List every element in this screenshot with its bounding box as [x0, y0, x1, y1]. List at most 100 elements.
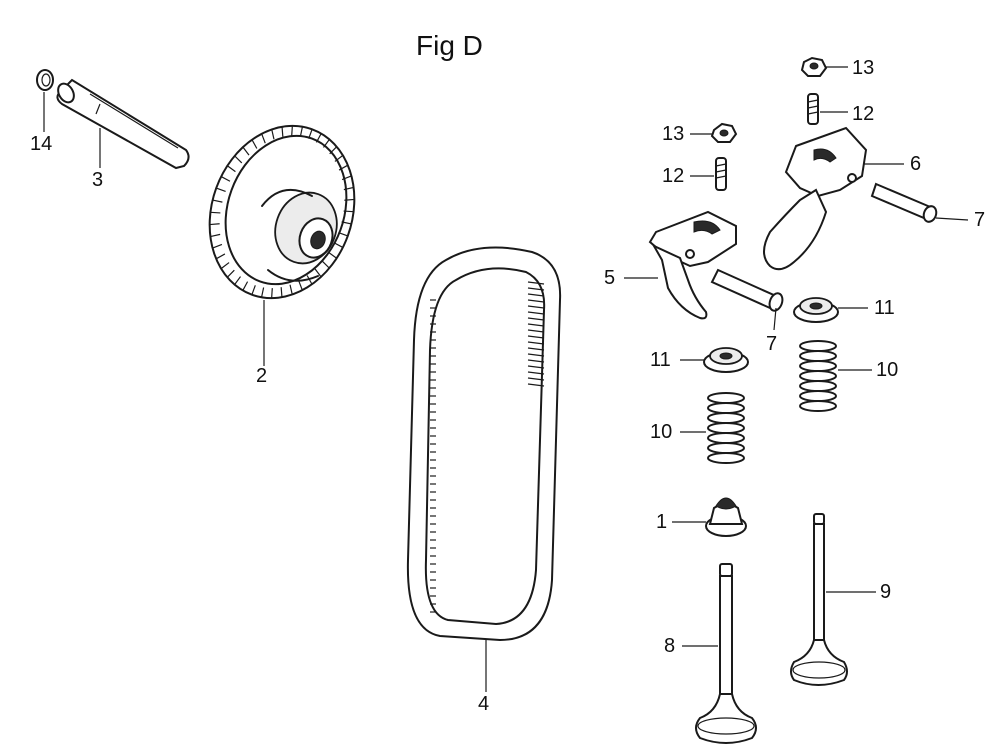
spring-retainer-icon	[703, 347, 749, 373]
belt-tooth	[527, 293, 545, 297]
belt-tooth	[527, 305, 545, 309]
belt-tooth	[527, 335, 545, 339]
valve-spring-icon	[799, 340, 837, 412]
pulley-tooth	[220, 176, 231, 182]
pulley-tooth	[212, 199, 223, 203]
callout-leaders	[43, 66, 969, 692]
pulley-tooth	[271, 288, 273, 299]
pulley-tooth	[329, 146, 338, 155]
spring-coil	[707, 442, 745, 454]
belt-tooth	[527, 371, 545, 375]
callout-7: 7	[766, 333, 778, 355]
valve-spring-icon	[707, 392, 745, 464]
pulley-tooth	[328, 251, 337, 259]
callout-10: 10	[650, 421, 673, 443]
callout-12: 12	[662, 165, 685, 187]
pulley-tooth	[212, 243, 223, 249]
pulley-tooth	[216, 187, 226, 193]
pulley-tooth	[209, 223, 220, 226]
spring-coil	[799, 360, 837, 372]
belt-tooth	[527, 287, 545, 291]
spring-coil	[707, 392, 745, 404]
callout-12: 12	[852, 103, 875, 125]
callout-13: 13	[852, 57, 875, 79]
belt-tooth	[527, 323, 545, 327]
timing-belt-icon	[406, 246, 562, 642]
belt-tooth	[527, 347, 545, 351]
pulley-tooth	[322, 139, 330, 148]
pulley-tooth	[242, 281, 249, 291]
pulley-tooth	[343, 186, 354, 191]
belt-tooth	[527, 341, 545, 345]
pulley-tooth	[341, 221, 352, 225]
callout-8: 8	[664, 635, 676, 657]
spring-coil	[799, 380, 837, 392]
callout-1: 1	[656, 511, 668, 533]
pulley-tooth	[226, 269, 235, 278]
rocker-arm-icon	[648, 210, 737, 320]
pulley-tooth	[234, 155, 243, 164]
pulley-tooth	[242, 146, 250, 156]
spring-coil	[799, 340, 837, 352]
adjusting-screw-icon	[715, 157, 727, 191]
pulley-tooth	[291, 125, 293, 136]
pulley-tooth	[261, 133, 266, 144]
callout-13: 13	[662, 123, 685, 145]
callout-4: 4	[478, 693, 490, 715]
pulley-tooth	[271, 129, 275, 140]
callout-14: 14	[30, 133, 53, 155]
pulley-tooth	[343, 210, 354, 213]
belt-tooth	[527, 317, 545, 321]
lock-nut-icon	[710, 122, 738, 143]
spring-coil	[799, 370, 837, 382]
shaft-icon	[56, 78, 190, 170]
pulley-tooth	[234, 276, 242, 285]
callout-10: 10	[876, 359, 899, 381]
belt-tooth	[527, 359, 545, 363]
pulley-tooth	[215, 253, 226, 260]
pulley-tooth	[298, 280, 303, 291]
pulley-tooth	[260, 287, 265, 298]
spring-coil	[707, 432, 745, 444]
pulley-tooth	[220, 262, 230, 270]
pulley-tooth	[338, 231, 348, 237]
pulley-tooth	[314, 268, 322, 278]
callout-9: 9	[880, 581, 892, 603]
belt-tooth	[527, 299, 545, 303]
pulley-tooth	[344, 198, 355, 201]
belt-tooth	[527, 383, 545, 387]
lock-nut-icon	[800, 56, 828, 77]
exhaust-valve-icon	[790, 513, 848, 686]
pulley-tooth	[281, 126, 284, 137]
spring-retainer-icon	[793, 297, 839, 323]
intake-valve-icon	[695, 563, 757, 744]
pulley-tooth	[308, 129, 313, 139]
valve-stem-seal-icon	[705, 497, 747, 537]
pulley-tooth	[333, 242, 344, 248]
pulley-tooth	[251, 139, 258, 149]
cam-pulley-icon	[208, 124, 356, 300]
belt-tooth	[527, 329, 545, 333]
figure-title: Fig D	[416, 30, 483, 61]
pulley-tooth	[299, 126, 304, 137]
spring-coil	[707, 402, 745, 414]
spring-coil	[707, 412, 745, 424]
spring-coil	[707, 452, 745, 464]
pulley-tooth	[338, 164, 349, 171]
spring-coil	[799, 350, 837, 362]
belt-tooth	[527, 377, 545, 381]
belt-tooth	[527, 281, 545, 285]
pivot-bolt-icon	[870, 182, 938, 223]
callout-7: 7	[974, 209, 986, 231]
callout-11: 11	[874, 297, 895, 319]
belt-tooth	[527, 311, 545, 315]
rocker-arm-icon	[763, 126, 868, 271]
callout-5: 5	[604, 267, 616, 289]
pulley-tooth	[280, 287, 283, 298]
pulley-tooth	[210, 211, 221, 214]
washer-icon	[36, 69, 54, 91]
callout-2: 2	[256, 365, 268, 387]
pulley-tooth	[289, 284, 293, 295]
pulley-tooth	[321, 260, 330, 269]
